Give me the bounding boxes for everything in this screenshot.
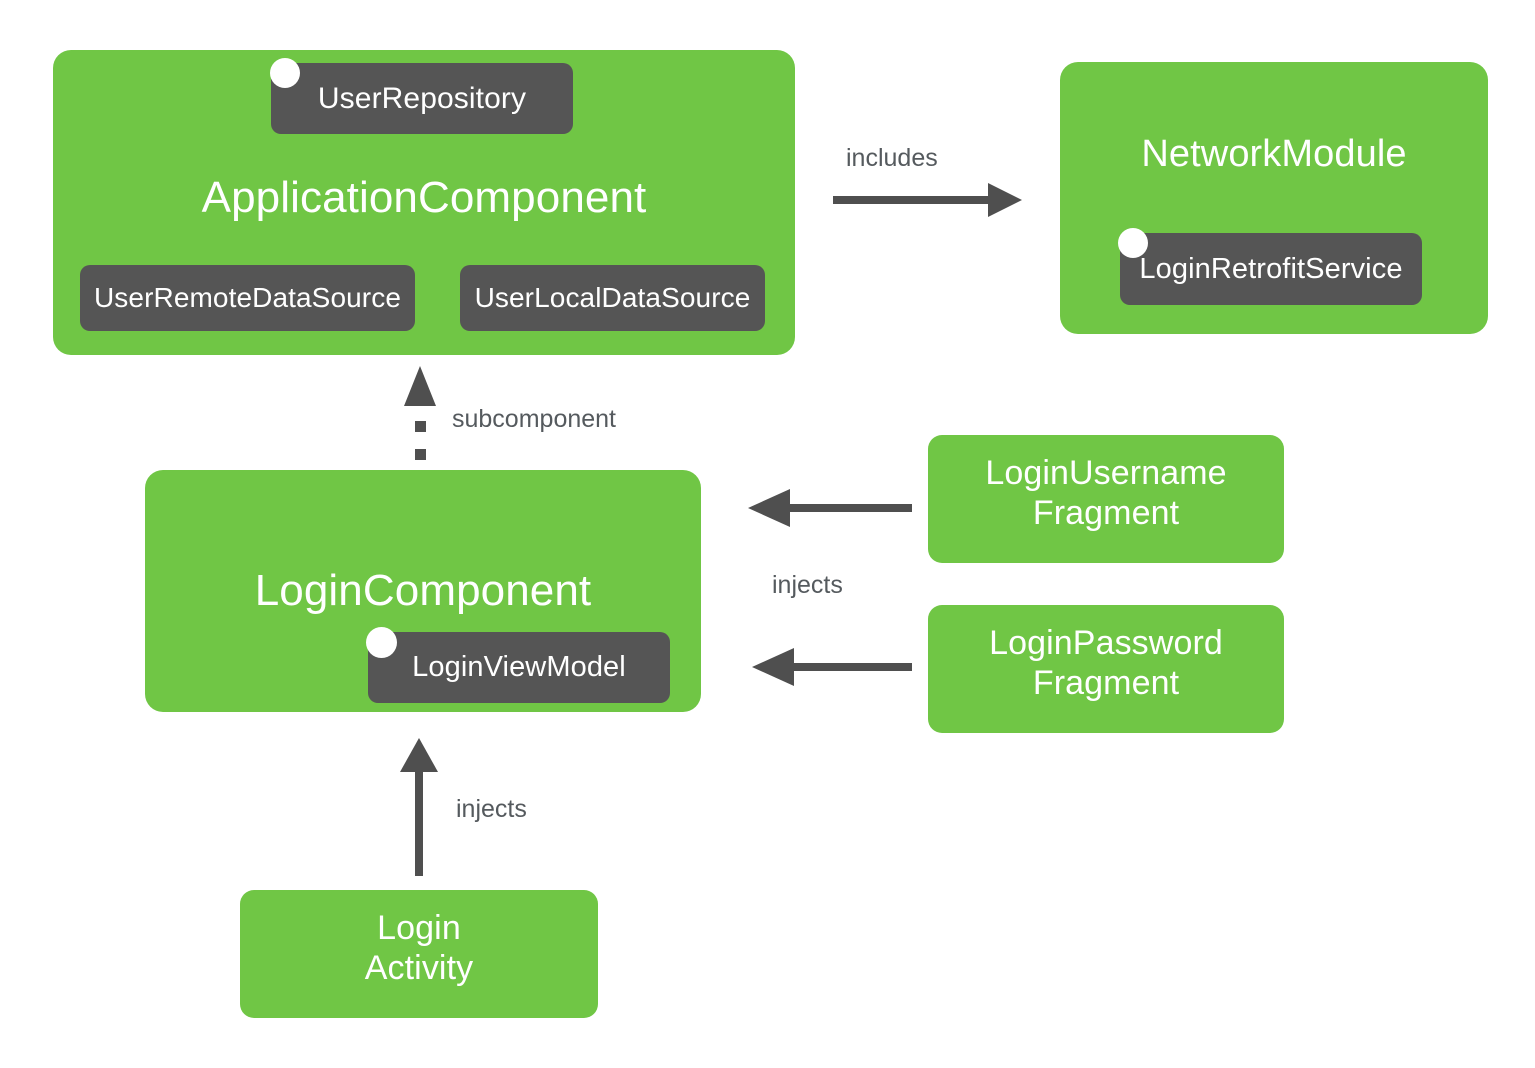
login-password-fragment-title: LoginPassword Fragment (989, 624, 1223, 703)
login-activity-title: Login Activity (364, 909, 474, 988)
chip-login-retrofit-service-label: LoginRetrofitService (1139, 252, 1403, 285)
arrow-subcomponent (404, 366, 436, 460)
chip-user-repository[interactable]: UserRepository (271, 63, 573, 134)
chip-user-remote-data-source[interactable]: UserRemoteDataSource (80, 265, 415, 331)
edge-label-injects-activity: injects (456, 795, 527, 823)
provision-dot-login-retrofit-service (1118, 228, 1148, 258)
chip-login-view-model-label: LoginViewModel (412, 651, 626, 683)
node-login-password-fragment[interactable] (928, 605, 1284, 733)
network-module-title: NetworkModule (1141, 133, 1407, 175)
login-component-title: LoginComponent (254, 566, 592, 615)
edge-label-includes: includes (846, 144, 938, 172)
edge-label-injects-fragments: injects (772, 571, 843, 599)
chip-login-view-model[interactable]: LoginViewModel (368, 632, 670, 703)
arrow-injects-username (748, 489, 912, 527)
chip-user-remote-data-source-label: UserRemoteDataSource (93, 282, 402, 313)
chip-user-local-data-source[interactable]: UserLocalDataSource (460, 265, 765, 331)
arrow-includes (833, 183, 1022, 217)
node-login-activity[interactable] (240, 890, 598, 1018)
provision-dot-login-view-model (366, 627, 397, 658)
chip-login-retrofit-service[interactable]: LoginRetrofitService (1120, 233, 1422, 305)
edge-label-subcomponent: subcomponent (452, 405, 617, 433)
application-component-title: ApplicationComponent (201, 173, 647, 222)
arrow-injects-activity (400, 738, 438, 876)
chip-user-repository-label: UserRepository (317, 81, 527, 115)
arrow-injects-password (752, 648, 912, 686)
chip-user-local-data-source-label: UserLocalDataSource (474, 282, 751, 313)
login-username-fragment-title: LoginUsername Fragment (985, 454, 1227, 533)
node-login-username-fragment[interactable] (928, 435, 1284, 563)
provision-dot-user-repository (270, 58, 300, 88)
